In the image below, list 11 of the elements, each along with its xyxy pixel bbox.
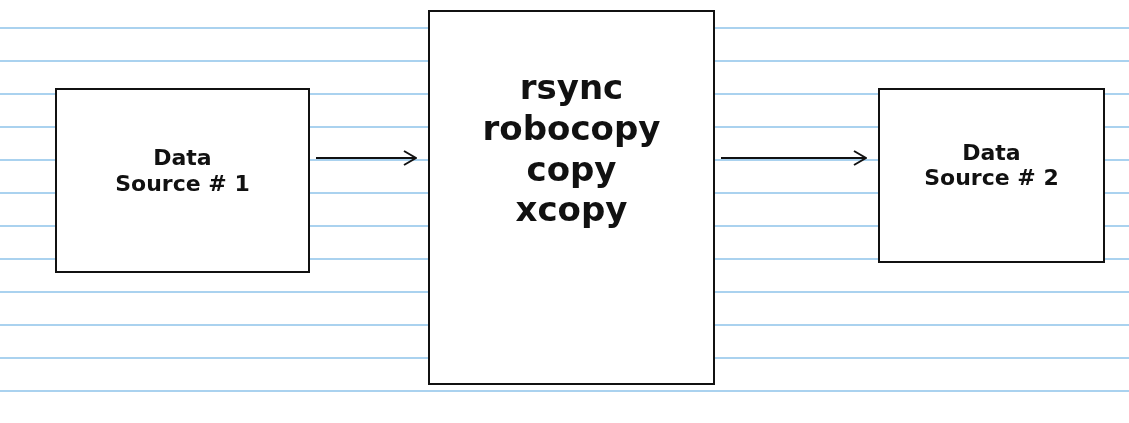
node-label: Data Source # 1 [114, 145, 251, 196]
data-source-box [878, 88, 1105, 263]
command-name: rsync [519, 67, 624, 108]
arrow [315, 150, 417, 166]
node-label: Data Source # 2 [923, 140, 1060, 191]
tool-list-box [428, 10, 715, 385]
data-source-box [55, 88, 310, 273]
command-name: xcopy [515, 189, 628, 231]
command-name: robocopy [482, 107, 661, 149]
command-name: copy [526, 148, 617, 190]
arrow [720, 150, 867, 166]
